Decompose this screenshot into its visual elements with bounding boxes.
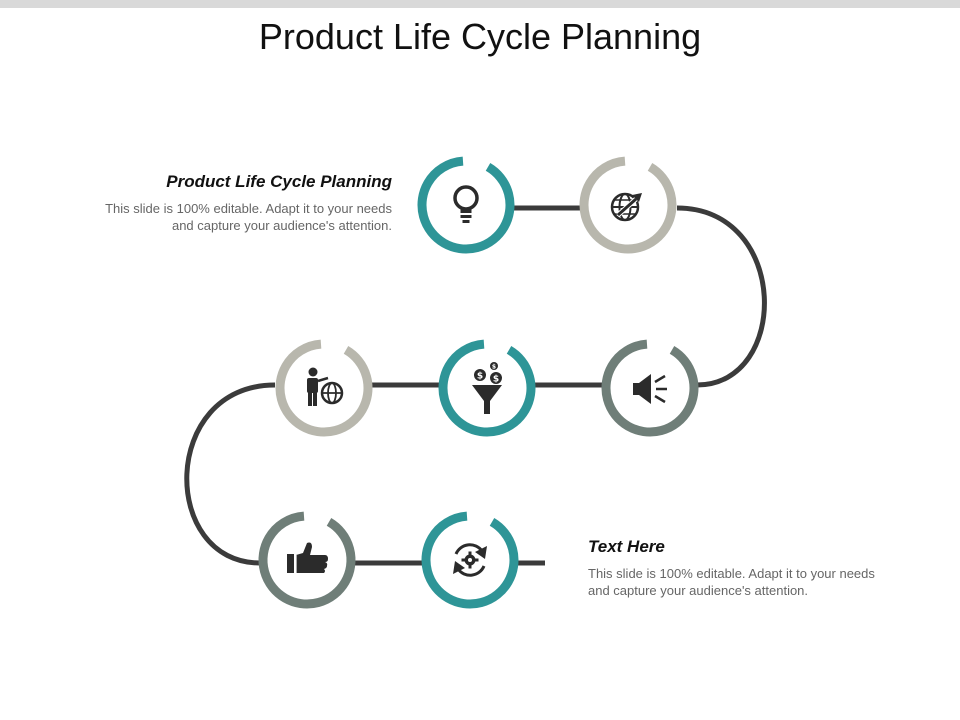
presenter-globe-icon [307, 367, 344, 406]
svg-text:$: $ [477, 372, 483, 382]
globe-arrow-icon [610, 192, 642, 222]
text-block-body: This slide is 100% editable. Adapt it to… [588, 566, 875, 598]
connectors [184, 205, 767, 566]
node-ring [579, 156, 677, 254]
funnel-dollar-icon: $ $ $ [472, 362, 502, 414]
top-bar [0, 0, 960, 8]
text-block-heading: Product Life Cycle Planning [166, 172, 392, 191]
text-block-left: Product Life Cycle Planning This slide i… [92, 172, 392, 234]
connector-5-6 [184, 382, 276, 566]
gear-refresh-icon [453, 543, 487, 577]
node-ring [258, 511, 356, 609]
node-3 [601, 339, 699, 437]
svg-text:$: $ [492, 364, 496, 371]
node-ring [417, 156, 515, 254]
megaphone-icon [633, 374, 667, 404]
connector-2-3 [676, 205, 767, 388]
thumbs-up-icon [287, 542, 328, 573]
slide-title: Product Life Cycle Planning [258, 16, 702, 57]
node-ring [275, 339, 373, 437]
node-4: $ $ $ [438, 339, 536, 437]
svg-text:$: $ [493, 375, 499, 385]
text-block-body: This slide is 100% editable. Adapt it to… [105, 201, 392, 233]
node-5 [275, 339, 373, 437]
node-2 [579, 156, 677, 254]
node-6 [258, 511, 356, 609]
text-block-heading: Text Here [588, 537, 665, 556]
node-ring [421, 511, 519, 609]
lightbulb-icon [453, 185, 479, 223]
node-ring [438, 339, 536, 437]
node-ring [601, 339, 699, 437]
text-block-right: Text Here This slide is 100% editable. A… [588, 537, 888, 599]
node-1 [417, 156, 515, 254]
node-7 [421, 511, 519, 609]
